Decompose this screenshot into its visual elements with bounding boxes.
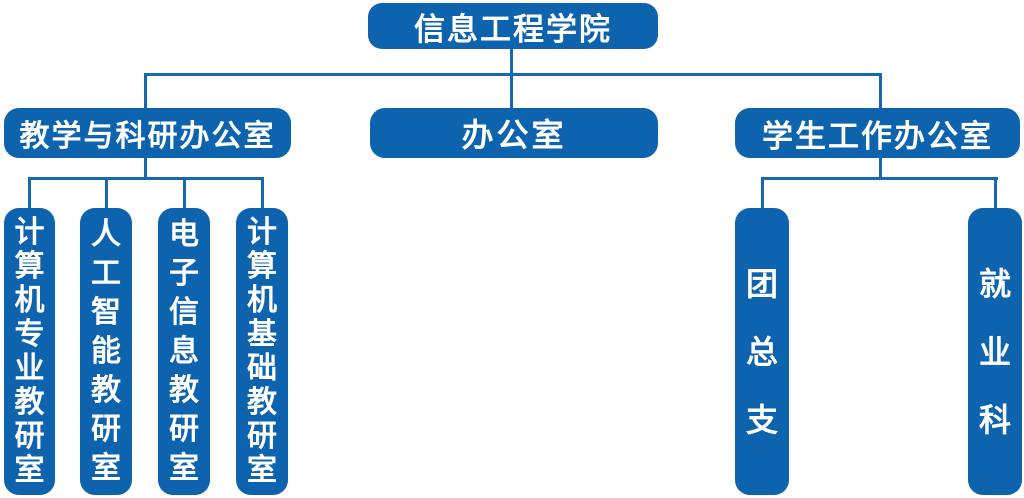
node-label-char: 团: [745, 264, 778, 303]
node-label-char: 机: [14, 282, 45, 318]
node-label-char: 电: [169, 216, 199, 252]
node-student-affairs-office: 学生工作办公室: [735, 108, 1020, 158]
node-label: 办公室: [461, 116, 567, 154]
connector-level2-rail: [144, 73, 882, 76]
connector-student-stem: [879, 156, 882, 180]
node-label-char: 基: [247, 316, 277, 352]
node-label-char: 教: [14, 384, 45, 420]
connector-teaching-stem: [144, 156, 147, 180]
connector-root-stem: [510, 48, 513, 75]
node-label-char: 室: [91, 450, 121, 486]
connector-drop-unit3: [183, 177, 186, 210]
node-label-char: 能: [91, 333, 121, 369]
connector-drop-student: [879, 73, 882, 110]
connector-drop-office: [510, 73, 513, 110]
connector-drop-teaching: [144, 73, 147, 110]
node-label-char: 教: [247, 384, 277, 420]
node-label-char: 研: [169, 411, 199, 447]
node-label-char: 业: [978, 332, 1011, 371]
node-label: 教学与科研办公室: [19, 119, 276, 154]
node-label-char: 支: [745, 400, 778, 439]
node-youth-league-branch: 团总支: [735, 208, 789, 495]
node-teaching-research-office: 教学与科研办公室: [4, 108, 291, 158]
node-label-char: 计: [14, 214, 45, 250]
node-label-char: 研: [247, 418, 277, 454]
connector-drop-unit1: [28, 177, 31, 210]
node-label-char: 教: [91, 372, 121, 408]
node-label-char: 智: [91, 294, 121, 330]
node-label-char: 信: [169, 294, 199, 330]
node-information-engineering-college: 信息工程学院: [368, 3, 658, 49]
node-label-char: 算: [247, 248, 277, 284]
node-label-char: 子: [169, 255, 199, 291]
node-label-char: 业: [14, 350, 45, 386]
node-label-char: 室: [247, 452, 277, 488]
connector-drop-employment: [994, 177, 997, 210]
node-label-char: 教: [169, 372, 199, 408]
node-label-char: 室: [169, 450, 199, 486]
node-label: 信息工程学院: [414, 11, 612, 48]
node-label-char: 息: [169, 333, 199, 369]
node-label-char: 算: [14, 248, 45, 284]
node-computer-fundamentals-section: 计算机基础教研室: [236, 208, 288, 495]
node-label-char: 室: [14, 452, 45, 488]
node-label-char: 人: [91, 216, 121, 252]
connector-drop-unit4: [261, 177, 264, 210]
node-label-char: 总: [745, 332, 778, 371]
node-label-char: 机: [247, 282, 277, 318]
node-label-char: 科: [978, 400, 1011, 439]
node-computer-major-section: 计算机专业教研室: [4, 208, 55, 495]
connector-teaching-rail: [28, 177, 264, 180]
node-label-char: 专: [14, 316, 45, 352]
node-label-char: 础: [247, 350, 277, 386]
node-artificial-intelligence-section: 人工智能教研室: [80, 208, 132, 495]
node-label-char: 研: [14, 418, 45, 454]
connector-student-rail: [761, 177, 998, 180]
connector-drop-unit2: [105, 177, 108, 210]
node-employment-section: 就业科: [968, 208, 1022, 495]
connector-drop-league: [761, 177, 764, 210]
node-label-char: 计: [247, 214, 277, 250]
node-electronic-information-section: 电子信息教研室: [158, 208, 210, 495]
node-label: 学生工作办公室: [762, 118, 993, 155]
node-label-char: 研: [91, 411, 121, 447]
node-general-office: 办公室: [370, 108, 658, 158]
node-label-char: 工: [91, 255, 121, 291]
node-label-char: 就: [978, 264, 1011, 303]
